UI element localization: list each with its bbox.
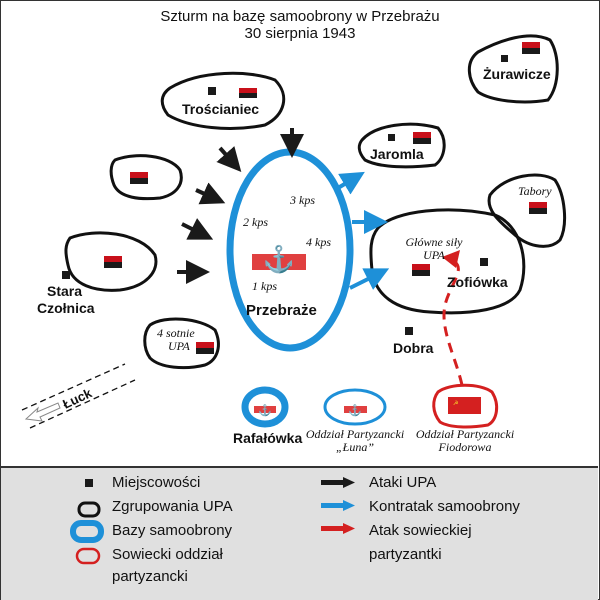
- luna-flag: [344, 406, 367, 413]
- upa-flags: [104, 42, 547, 354]
- label-tabory: Tabory: [518, 184, 552, 198]
- luck-direction-arrow: [24, 402, 61, 422]
- hammer-sickle-icon: ☭: [453, 400, 458, 407]
- place-rafalowka: Rafałówka: [233, 430, 303, 446]
- upa-flag: [522, 42, 540, 54]
- soviet-unit-outline-icon: [75, 547, 101, 565]
- village-marker-zofiowka: [480, 258, 488, 266]
- soviet-attack-arrowhead: [442, 250, 460, 268]
- soviet-flag: [448, 397, 481, 414]
- przebraze-flag: [252, 254, 306, 270]
- label-4-kps: 4 kps: [306, 235, 331, 249]
- upa-group-stara-czolnica: [64, 231, 158, 292]
- place-zurawicze: Żurawicze: [483, 66, 551, 82]
- upa-attack-arrow: [181, 218, 214, 240]
- legend-label-upa-groups: Zgrupowania UPA: [112, 498, 233, 515]
- legend-label-soviet-attack: Atak sowieckiej: [369, 522, 472, 539]
- upa-flag: [529, 202, 547, 214]
- place-stara-czolnica-2: Czołnica: [37, 300, 95, 316]
- label-luna-1: Oddział Partyzancki: [305, 427, 405, 441]
- upa-flag: [413, 132, 431, 144]
- upa-attack-arrow-icon: [321, 477, 355, 488]
- legend-label-counterattack: Kontratak samoobrony: [369, 498, 520, 515]
- upa-group-outline-icon: [77, 501, 101, 518]
- village-marker-stara-czolnica: [62, 271, 70, 279]
- legend-label-villages: Miejscowości: [112, 474, 201, 491]
- label-4-sotnie-1: 4 sotnie: [157, 326, 195, 340]
- counterattack-arrow-icon: [321, 500, 355, 511]
- luna-base-outline: [323, 388, 387, 426]
- rafalowka-base-outline: [241, 386, 289, 428]
- legend-label-soviet-attack-cont: partyzantki: [369, 546, 442, 563]
- upa-group-jaromla: [357, 122, 446, 169]
- selfdefense-base-outline-icon: [70, 520, 104, 543]
- place-jaromla: Jaromla: [370, 146, 424, 162]
- upa-flag: [196, 342, 214, 354]
- label-glowne-sily-1: Główne siły: [405, 235, 463, 249]
- place-przebraze: Przebraże: [246, 302, 317, 319]
- soviet-attack-path: [442, 260, 464, 386]
- village-marker-troscianiec: [208, 87, 216, 95]
- upa-flag: [104, 256, 122, 268]
- upa-group-tabory: [487, 173, 566, 248]
- upa-group-4-sotnie: [143, 317, 220, 370]
- label-3-kps: 3 kps: [290, 193, 315, 207]
- map-title-line2: 30 sierpnia 1943: [244, 25, 356, 42]
- place-zofiowka: Zofiówka: [447, 274, 508, 290]
- counterattack-arrow: [336, 171, 365, 195]
- label-luna-2: „Łuna”: [335, 440, 375, 454]
- rafalowka-kotwica: ⚓: [258, 404, 272, 417]
- legend-label-soviet-unit-cont: partyzancki: [112, 568, 188, 585]
- counterattack-arrow: [349, 268, 390, 290]
- village-square-icon: [85, 479, 93, 487]
- upa-group-troscianiec: [160, 71, 286, 130]
- legend-label-soviet-unit: Sowiecki oddział: [112, 546, 223, 563]
- upa-flag: [239, 88, 257, 98]
- label-glowne-sily-2: UPA: [423, 248, 445, 262]
- legend: Miejscowości Zgrupowania UPA Bazy samoob…: [1, 466, 598, 600]
- village-marker-dobra: [405, 327, 413, 335]
- luna-kotwica: ⚓: [348, 404, 362, 417]
- label-fiodorow-1: Oddział Partyzancki: [415, 427, 515, 441]
- place-dobra: Dobra: [393, 340, 434, 356]
- label-2-kps: 2 kps: [243, 215, 268, 229]
- map-title-line1: Szturm na bazę samoobrony w Przebrażu: [160, 8, 440, 25]
- soviet-attack-arrow-icon: [321, 523, 355, 534]
- village-marker-zurawicze: [501, 55, 508, 62]
- label-fiodorow-2: Fiodorowa: [438, 440, 492, 454]
- legend-label-bases: Bazy samoobrony: [112, 522, 233, 539]
- place-troscianiec: Trościaniec: [182, 101, 260, 117]
- kotwica-symbol: ⚓: [263, 244, 295, 274]
- place-stara-czolnica-1: Stara: [47, 283, 83, 299]
- upa-attack-arrow: [216, 146, 242, 172]
- label-4-sotnie-2: UPA: [168, 339, 190, 353]
- map-graphics: ⚓ ⚓ ⚓ ☭: [21, 34, 566, 429]
- fiodorow-unit-outline: [432, 383, 499, 429]
- upa-flag: [130, 172, 148, 184]
- upa-attack-arrow: [195, 182, 226, 205]
- legend-icons: [70, 477, 355, 565]
- battle-map: Szturm na bazę samoobrony w Przebrażu 30…: [21, 8, 566, 454]
- luck-road-edge: [21, 363, 126, 411]
- village-marker-jaromla: [388, 134, 395, 141]
- upa-flag: [412, 264, 430, 276]
- label-1-kps: 1 kps: [252, 279, 277, 293]
- upa-group-northwest: [109, 154, 183, 201]
- rafalowka-flag: [254, 406, 276, 413]
- legend-label-upa-attacks: Ataki UPA: [369, 474, 437, 491]
- upa-group-zurawicze: [467, 34, 559, 104]
